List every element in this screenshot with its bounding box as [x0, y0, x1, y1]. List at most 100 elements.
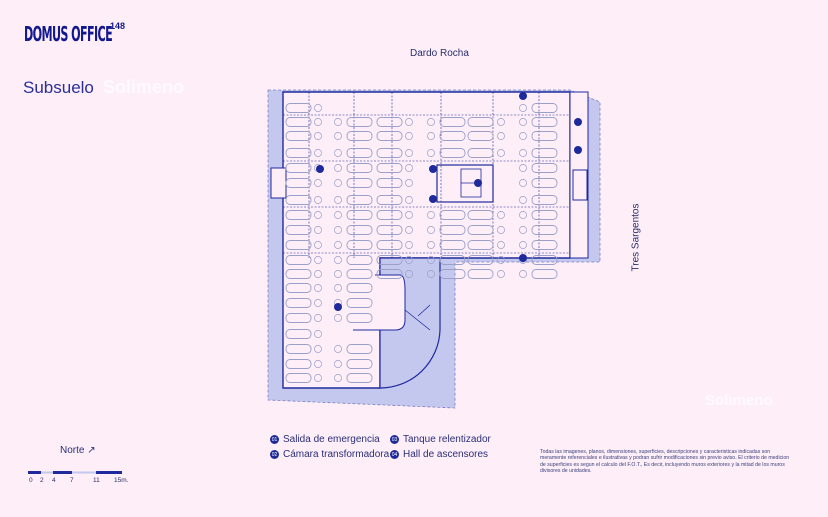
emergency-exit-marker-icon — [316, 165, 324, 173]
space-number-icon — [427, 211, 435, 219]
parking-space — [531, 240, 558, 250]
space-number-icon — [519, 149, 527, 157]
parking-space — [285, 117, 312, 127]
parking-space — [346, 283, 373, 293]
space-number-icon — [314, 360, 322, 368]
parking-space — [346, 269, 373, 279]
parking-space — [376, 225, 403, 235]
space-number-icon — [519, 211, 527, 219]
parking-space — [467, 269, 494, 279]
space-number-icon — [497, 270, 505, 278]
space-number-icon — [334, 149, 342, 157]
emergency-exit-marker-icon — [334, 303, 342, 311]
space-number-icon — [497, 241, 505, 249]
parking-space — [346, 195, 373, 205]
space-number-icon — [314, 179, 322, 187]
parking-space — [346, 373, 373, 383]
space-number-icon — [519, 196, 527, 204]
parking-space — [285, 298, 312, 308]
parking-space — [439, 117, 466, 127]
parking-space — [346, 359, 373, 369]
parking-space — [531, 178, 558, 188]
legend-label: Salida de emergencia — [283, 434, 380, 445]
parking-space — [285, 344, 312, 354]
space-number-icon — [405, 132, 413, 140]
parking-space — [285, 195, 312, 205]
scale-bar — [28, 471, 122, 474]
service-marker-icon — [574, 118, 582, 126]
parking-space — [439, 269, 466, 279]
parking-space — [346, 148, 373, 158]
watermark-bottom: Solimeno — [705, 392, 773, 409]
parking-space — [439, 210, 466, 220]
space-number-icon — [427, 149, 435, 157]
parking-space — [285, 329, 312, 339]
space-number-icon — [519, 118, 527, 126]
parking-space — [346, 131, 373, 141]
street-top: Dardo Rocha — [410, 48, 469, 59]
scale-segment — [96, 471, 122, 474]
space-number-icon — [497, 256, 505, 264]
space-number-icon — [334, 179, 342, 187]
space-number-icon — [519, 179, 527, 187]
legend-label: Cámara transformadora — [283, 449, 390, 460]
space-number-icon — [405, 226, 413, 234]
parking-space — [346, 178, 373, 188]
parking-space — [439, 131, 466, 141]
space-number-icon — [334, 270, 342, 278]
space-number-icon — [314, 314, 322, 322]
space-number-icon — [519, 132, 527, 140]
parking-space — [531, 255, 558, 265]
space-number-icon — [334, 284, 342, 292]
parking-space — [346, 163, 373, 173]
parking-space — [439, 148, 466, 158]
parking-space — [346, 117, 373, 127]
space-number-icon — [314, 345, 322, 353]
parking-space — [285, 178, 312, 188]
parking-space — [531, 269, 558, 279]
parking-space — [285, 225, 312, 235]
space-number-icon — [314, 374, 322, 382]
space-number-icon — [334, 164, 342, 172]
parking-space — [285, 359, 312, 369]
parking-space — [285, 148, 312, 158]
scale-tick: 0 — [29, 477, 33, 484]
space-number-icon — [314, 226, 322, 234]
parking-space — [285, 373, 312, 383]
space-number-icon — [314, 284, 322, 292]
parking-space — [531, 148, 558, 158]
scale-segment — [28, 471, 41, 474]
right-stair — [572, 169, 588, 201]
parking-space — [285, 313, 312, 323]
parking-space — [376, 148, 403, 158]
parking-space — [285, 163, 312, 173]
emergency-exit-marker-icon — [519, 254, 527, 262]
marker-icon: 04 — [390, 450, 399, 459]
space-number-icon — [314, 149, 322, 157]
scale-tick: 11 — [93, 477, 100, 484]
space-number-icon — [497, 211, 505, 219]
parking-space — [467, 117, 494, 127]
space-number-icon — [334, 345, 342, 353]
parking-space — [531, 225, 558, 235]
parking-space — [285, 240, 312, 250]
parking-space — [346, 240, 373, 250]
parking-space — [346, 298, 373, 308]
parking-space — [376, 269, 403, 279]
space-number-icon — [314, 132, 322, 140]
watermark-top: Solimeno — [103, 77, 185, 97]
space-number-icon — [405, 241, 413, 249]
space-number-icon — [405, 149, 413, 157]
space-number-icon — [497, 132, 505, 140]
space-number-icon — [314, 211, 322, 219]
brand-number: 148 — [110, 21, 126, 31]
parking-space — [376, 178, 403, 188]
space-number-icon — [314, 299, 322, 307]
parking-space — [376, 255, 403, 265]
scale-tick: 7 — [70, 477, 74, 484]
space-number-icon — [405, 179, 413, 187]
brand-logo: DOMUS OFFICE — [24, 22, 113, 46]
